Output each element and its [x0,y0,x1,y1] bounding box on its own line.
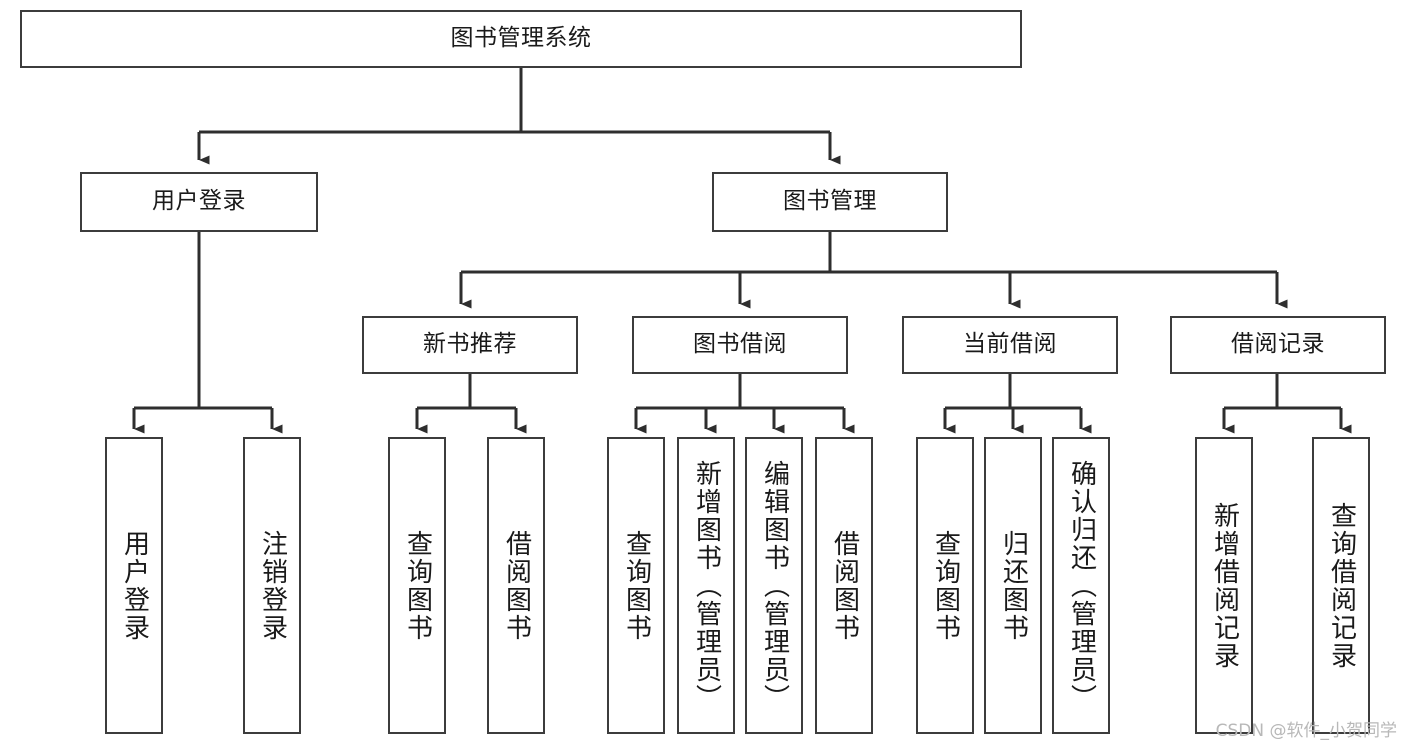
leaf-user-login-label: 用户登录 [119,529,150,642]
watermark: CSDN @软件_小贺同学 [1215,721,1397,741]
leaf-user-login[interactable]: 用户登录 [105,437,163,734]
leaf-borrow-book-recommendation[interactable]: 借阅图书 [487,437,545,734]
node-book-borrow-label: 图书借阅 [693,331,787,358]
leaf-confirm-return-admin[interactable]: 确认归还（管理员） [1052,437,1110,734]
leaf-query-borrow-record-label: 查询借阅记录 [1326,501,1357,670]
leaf-add-borrow-record[interactable]: 新增借阅记录 [1195,437,1253,734]
leaf-confirm-return-admin-label: 确认归还（管理员） [1066,459,1097,712]
leaf-add-book-admin[interactable]: 新增图书（管理员） [677,437,735,734]
node-user-login-label: 用户登录 [152,188,246,215]
node-book-management-label: 图书管理 [783,188,877,215]
leaf-borrow-book[interactable]: 借阅图书 [815,437,873,734]
leaf-add-borrow-record-label: 新增借阅记录 [1209,501,1240,670]
node-current-borrow[interactable]: 当前借阅 [902,316,1118,374]
leaf-logout-login[interactable]: 注销登录 [243,437,301,734]
leaf-query-book-current[interactable]: 查询图书 [916,437,974,734]
node-book-borrow[interactable]: 图书借阅 [632,316,848,374]
node-borrow-record[interactable]: 借阅记录 [1170,316,1386,374]
leaf-query-book-borrow[interactable]: 查询图书 [607,437,665,734]
leaf-return-book-label: 归还图书 [998,529,1029,642]
leaf-borrow-book-recommendation-label: 借阅图书 [501,529,532,642]
node-new-book-recommendation-label: 新书推荐 [423,331,517,358]
node-user-login[interactable]: 用户登录 [80,172,318,232]
leaf-logout-login-label: 注销登录 [257,529,288,642]
leaf-return-book[interactable]: 归还图书 [984,437,1042,734]
node-root[interactable]: 图书管理系统 [20,10,1022,68]
leaf-query-borrow-record[interactable]: 查询借阅记录 [1312,437,1370,734]
leaf-query-book-recommendation-label: 查询图书 [402,529,433,642]
node-borrow-record-label: 借阅记录 [1231,331,1325,358]
leaf-query-book-recommendation[interactable]: 查询图书 [388,437,446,734]
leaf-edit-book-admin-label: 编辑图书（管理员） [759,459,790,712]
leaf-edit-book-admin[interactable]: 编辑图书（管理员） [745,437,803,734]
leaf-borrow-book-label: 借阅图书 [829,529,860,642]
node-book-management[interactable]: 图书管理 [712,172,948,232]
leaf-query-book-borrow-label: 查询图书 [621,529,652,642]
leaf-add-book-admin-label: 新增图书（管理员） [691,459,722,712]
node-root-label: 图书管理系统 [450,25,592,52]
node-current-borrow-label: 当前借阅 [963,331,1057,358]
node-new-book-recommendation[interactable]: 新书推荐 [362,316,578,374]
leaf-query-book-current-label: 查询图书 [930,529,961,642]
